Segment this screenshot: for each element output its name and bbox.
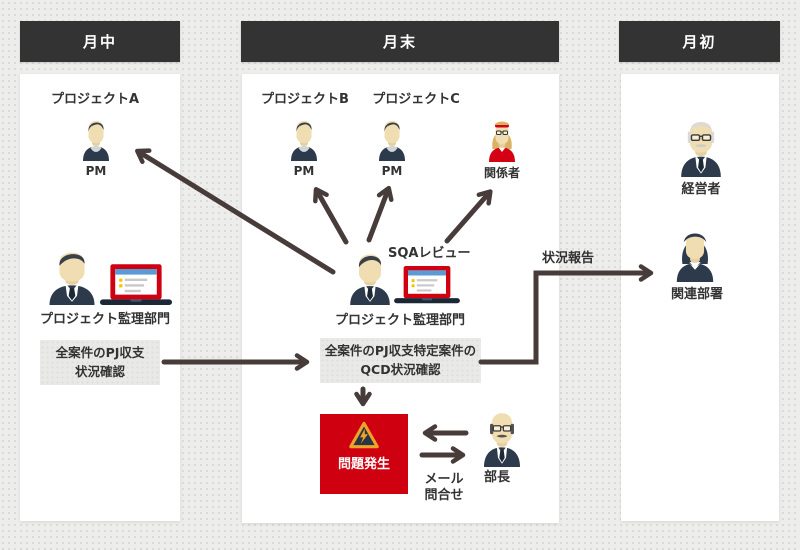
project-c-title: プロジェクトC	[372, 92, 460, 107]
stakeholder-label: 関係者	[483, 166, 520, 180]
column-header-label: 月中	[82, 33, 117, 51]
pm-a-label: PM	[85, 164, 107, 178]
sqa-review-label: SQAレビュー	[388, 246, 471, 261]
executive-label: 経営者	[681, 182, 721, 197]
pm-c-icon	[377, 119, 407, 161]
pmo-center-label: プロジェクト監理部門	[334, 313, 465, 328]
warning-icon	[348, 421, 380, 453]
stakeholder-icon	[487, 120, 517, 162]
department-head-icon	[482, 412, 522, 467]
center-task-box: 全案件のPJ収支特定案件の QCD状況確認	[320, 338, 481, 383]
problem-box: 問題発生	[320, 414, 408, 494]
mail-inquiry-label: メール 問合せ	[414, 472, 474, 505]
pmo-left-person-icon	[47, 250, 97, 305]
related-dept-label: 関連部署	[670, 287, 723, 302]
pm-b-icon	[289, 119, 319, 161]
project-a-title: プロジェクトA	[50, 92, 140, 107]
pmo-left-label: プロジェクト監理部門	[39, 312, 170, 327]
pm-a-icon	[81, 119, 111, 161]
column-header-mid-month: 月中	[20, 21, 180, 62]
pm-c-label: PM	[381, 164, 403, 178]
left-task-box: 全案件のPJ収支 状況確認	[40, 340, 160, 385]
pmo-center-person-icon	[348, 252, 392, 305]
left-task-line1: 全案件のPJ収支	[55, 344, 145, 360]
column-header-month-start: 月初	[619, 21, 780, 62]
mail-inquiry-line2: 問合せ	[424, 488, 464, 504]
executive-icon	[679, 120, 723, 177]
left-task-line2: 状況確認	[74, 363, 125, 379]
related-dept-icon	[674, 228, 716, 282]
column-header-label: 月末	[382, 33, 417, 51]
center-task-line2: QCD状況確認	[360, 361, 441, 377]
column-header-month-end: 月末	[241, 21, 559, 62]
mail-inquiry-line1: メール	[424, 472, 464, 487]
status-report-label: 状況報告	[541, 251, 594, 266]
laptop-icon	[100, 264, 172, 310]
department-head-label: 部長	[483, 470, 510, 485]
pm-b-label: PM	[293, 164, 315, 178]
column-header-label: 月初	[682, 33, 717, 51]
center-task-line1: 全案件のPJ収支特定案件の	[324, 342, 477, 358]
project-b-title: プロジェクトB	[261, 92, 349, 107]
laptop-icon	[393, 266, 461, 308]
problem-label: 問題発生	[337, 457, 390, 472]
